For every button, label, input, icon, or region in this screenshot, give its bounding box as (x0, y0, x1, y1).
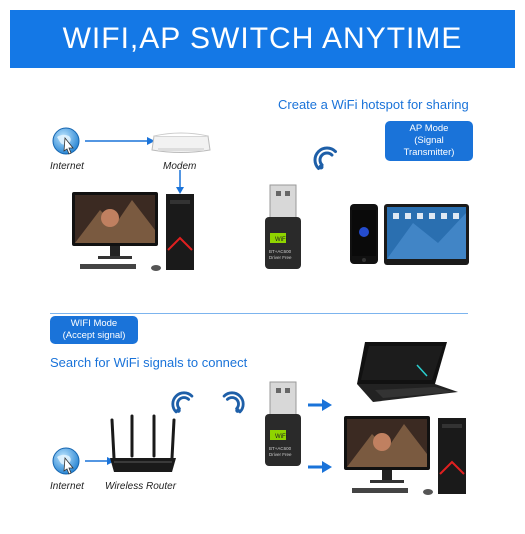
usb-adapter-icon: WiFi BT+AC600 Driver Free (265, 381, 301, 466)
wireless-router-icon (110, 414, 176, 472)
wifi-signal-icon (171, 391, 194, 414)
arrow-down-icon (176, 170, 184, 194)
adapter-logo: WiFi (275, 434, 287, 440)
ap-modem-label: Modem (163, 161, 197, 172)
adapter-spec-2: Driver Free (269, 255, 292, 260)
arrow-right-icon (308, 399, 332, 411)
wifi-mode-badge: WIFI Mode (Accept signal) (50, 316, 138, 344)
ap-internet-label: Internet (50, 161, 84, 172)
ap-caption: Create a WiFi hotspot for sharing (278, 97, 469, 112)
globe-icon (52, 447, 80, 475)
laptop-icon (357, 342, 458, 402)
header-banner: WIFI,AP SWITCH ANYTIME (10, 10, 515, 68)
banner-title: WIFI,AP SWITCH ANYTIME (62, 22, 463, 55)
smartphone-icon (350, 204, 378, 264)
adapter-spec-1: BT+AC600 (269, 249, 292, 254)
arrow-right-icon (85, 137, 155, 145)
wifi-signal-icon (313, 146, 337, 170)
usb-adapter-icon: WiFi BT+AC600 Driver Free (265, 184, 301, 269)
adapter-spec-2: Driver Free (269, 452, 292, 457)
adapter-spec-1: BT+AC600 (269, 446, 292, 451)
globe-icon (52, 127, 80, 155)
desktop-computer-icon (72, 192, 194, 271)
ap-badge-line2: (Signal Transmitter) (403, 135, 455, 158)
arrow-right-icon (308, 461, 332, 473)
ap-mode-badge: AP Mode (Signal Transmitter) (385, 121, 473, 161)
wifi-badge-line1: WIFI Mode (70, 318, 118, 329)
section-divider (50, 313, 468, 314)
wifi-badge-line2: (Accept signal) (62, 330, 126, 341)
tablet-icon (384, 204, 469, 265)
wifi-internet-label: Internet (50, 481, 84, 492)
router-label: Wireless Router (105, 481, 177, 492)
modem-icon (151, 132, 211, 153)
wifi-caption: Search for WiFi signals to connect (50, 355, 248, 370)
wifi-signal-icon (222, 391, 245, 414)
desktop-computer-icon (344, 416, 466, 495)
ap-badge-line1: AP Mode (409, 123, 449, 134)
adapter-logo: WiFi (275, 237, 287, 243)
